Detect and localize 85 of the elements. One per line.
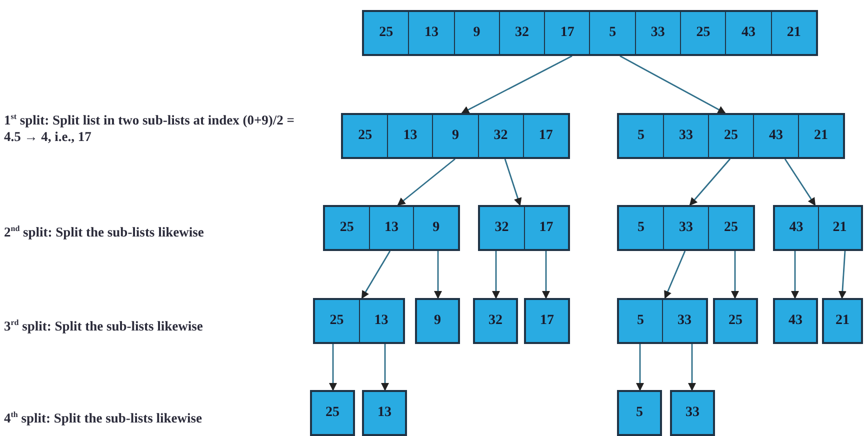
array-list bbox=[617, 113, 845, 159]
array-list bbox=[524, 298, 570, 344]
array-value: 13 bbox=[368, 207, 414, 249]
arrow bbox=[492, 251, 500, 299]
array-value: 25 bbox=[328, 312, 345, 330]
arrow bbox=[542, 251, 550, 299]
array-value: 13 bbox=[358, 300, 403, 342]
array-value: 17 bbox=[522, 115, 568, 157]
array-value: 43 bbox=[725, 12, 771, 54]
arrow bbox=[731, 251, 739, 299]
arrow bbox=[361, 250, 391, 299]
array-value: 25 bbox=[708, 207, 753, 249]
arrow bbox=[636, 344, 644, 391]
arrow bbox=[664, 250, 686, 299]
array-value: 33 bbox=[663, 115, 708, 157]
array-value: 5 bbox=[636, 312, 645, 330]
arrow bbox=[461, 55, 572, 114]
array-value: 9 bbox=[413, 207, 458, 249]
array-value: 43 bbox=[788, 219, 804, 237]
array-list bbox=[478, 205, 570, 251]
split-note: 2$^{nd}$ split: Split the sub-lists likewise bbox=[4, 224, 205, 241]
array-value: 25 bbox=[378, 24, 394, 42]
array-value: 25 bbox=[338, 219, 355, 237]
array-value: 32 bbox=[488, 312, 504, 330]
array-value: 17 bbox=[544, 12, 590, 54]
array-value: 32 bbox=[494, 219, 510, 237]
array-list bbox=[670, 390, 715, 436]
arrow bbox=[381, 344, 389, 391]
array-value: 21 bbox=[834, 312, 850, 330]
array-value: 13 bbox=[408, 12, 454, 54]
arrow bbox=[397, 158, 456, 206]
array-value: 32 bbox=[478, 115, 523, 157]
array-value: 13 bbox=[387, 115, 432, 157]
array-list bbox=[323, 205, 460, 251]
array-list bbox=[773, 205, 863, 251]
arrow bbox=[620, 55, 726, 114]
array-value: 32 bbox=[498, 12, 544, 54]
arrow bbox=[504, 158, 522, 206]
array-list bbox=[822, 298, 863, 344]
arrow bbox=[791, 251, 799, 299]
array-value: 21 bbox=[818, 207, 861, 249]
array-value: 25 bbox=[680, 12, 726, 54]
arrow bbox=[329, 344, 337, 391]
array-list bbox=[617, 205, 755, 251]
array-value: 43 bbox=[753, 115, 798, 157]
array-value: 17 bbox=[539, 312, 555, 330]
split-note: 1$^{st}$ split: Split list in two sub-lists at index (0+9)/2 = 4.5 → 4, i.e., 17 bbox=[4, 112, 296, 145]
array-list bbox=[362, 10, 818, 56]
arrow bbox=[784, 158, 816, 206]
array-value: 5 bbox=[635, 404, 644, 422]
array-value: 43 bbox=[788, 312, 804, 330]
array-value: 17 bbox=[524, 207, 568, 249]
arrow bbox=[689, 158, 731, 206]
array-list bbox=[473, 298, 518, 344]
array-value: 33 bbox=[662, 300, 706, 342]
array-list bbox=[713, 298, 758, 344]
array-list bbox=[341, 113, 570, 159]
arrow bbox=[688, 344, 696, 391]
array-value: 25 bbox=[728, 312, 744, 330]
arrow bbox=[434, 251, 442, 299]
array-list bbox=[362, 390, 407, 436]
array-value: 25 bbox=[708, 115, 753, 157]
split-note: 3$^{rd}$ split: Split the sub-lists likewise bbox=[4, 318, 204, 335]
array-value: 33 bbox=[634, 12, 680, 54]
array-list bbox=[313, 298, 405, 344]
array-value: 13 bbox=[376, 404, 392, 422]
array-value: 25 bbox=[324, 404, 340, 422]
array-list bbox=[773, 298, 818, 344]
array-value: 21 bbox=[798, 115, 843, 157]
array-value: 9 bbox=[433, 312, 442, 330]
split-note: 4$^{th}$ split: Split the sub-lists likewise bbox=[4, 410, 204, 427]
array-value: 33 bbox=[663, 207, 708, 249]
array-value: 5 bbox=[636, 127, 646, 145]
array-list bbox=[415, 298, 460, 344]
array-list bbox=[617, 390, 662, 436]
array-value: 9 bbox=[454, 12, 499, 54]
array-value: 5 bbox=[589, 12, 635, 54]
array-list bbox=[617, 298, 708, 344]
array-value: 33 bbox=[684, 404, 700, 422]
array-value: 25 bbox=[357, 127, 374, 145]
array-value: 9 bbox=[432, 115, 478, 157]
arrow bbox=[838, 250, 846, 299]
array-value: 21 bbox=[770, 12, 816, 54]
array-value: 5 bbox=[636, 219, 646, 237]
array-list bbox=[310, 390, 355, 436]
